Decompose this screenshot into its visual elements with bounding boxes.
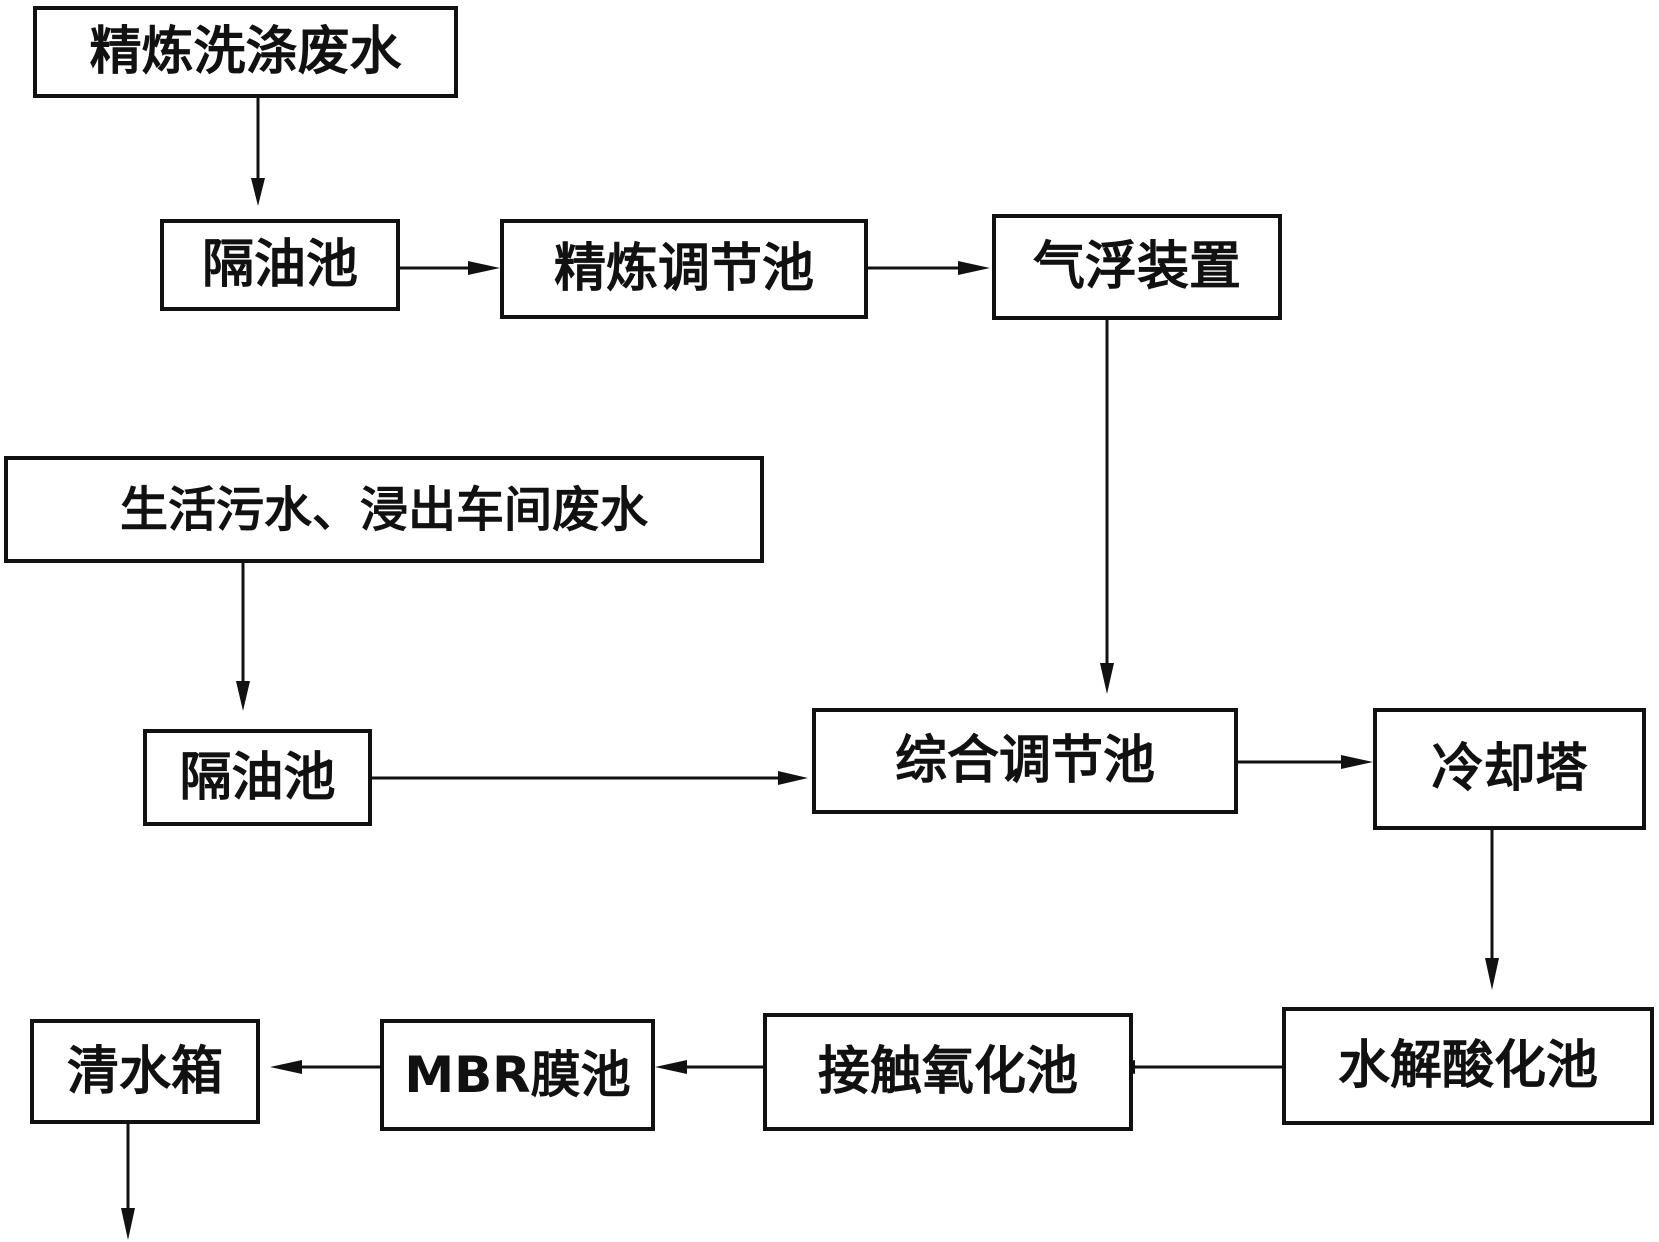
node-oil-separator-1: 隔油池 <box>160 219 400 311</box>
node-refining-wash-wastewater: 精炼洗涤废水 <box>33 6 458 98</box>
node-cooling-tower: 冷却塔 <box>1373 708 1646 830</box>
arrow-clean-water-outlet <box>121 1124 135 1240</box>
arrow-oil-separator-1-to-refining-equalization <box>400 261 500 275</box>
arrow-comprehensive-equalization-to-cooling-tower <box>1238 755 1373 769</box>
arrow-refining-wash-to-oil-separator-1 <box>251 93 265 206</box>
arrow-oil-separator-2-to-comprehensive-equalization <box>372 771 808 785</box>
arrow-cooling-tower-to-hydrolysis <box>1485 830 1499 990</box>
arrow-mbr-to-clean-water <box>270 1060 380 1074</box>
arrow-air-flotation-to-comprehensive-equalization <box>1100 320 1114 694</box>
arrow-refining-equalization-to-air-flotation <box>868 261 990 275</box>
node-clean-water-tank: 清水箱 <box>30 1019 260 1124</box>
node-refining-equalization-tank: 精炼调节池 <box>500 219 868 319</box>
arrow-contact-oxidation-to-mbr <box>655 1060 763 1074</box>
node-contact-oxidation-tank: 接触氧化池 <box>763 1013 1133 1131</box>
node-air-flotation-unit: 气浮装置 <box>992 214 1282 320</box>
node-comprehensive-equalization-tank: 综合调节池 <box>812 708 1238 814</box>
node-domestic-leaching-wastewater: 生活污水、浸出车间废水 <box>4 456 764 563</box>
arrow-domestic-wastewater-to-oil-separator-2 <box>236 563 250 711</box>
node-hydrolysis-acidification-tank: 水解酸化池 <box>1282 1007 1654 1125</box>
node-oil-separator-2: 隔油池 <box>143 729 372 826</box>
node-mbr-membrane-tank: MBR膜池 <box>380 1019 655 1131</box>
